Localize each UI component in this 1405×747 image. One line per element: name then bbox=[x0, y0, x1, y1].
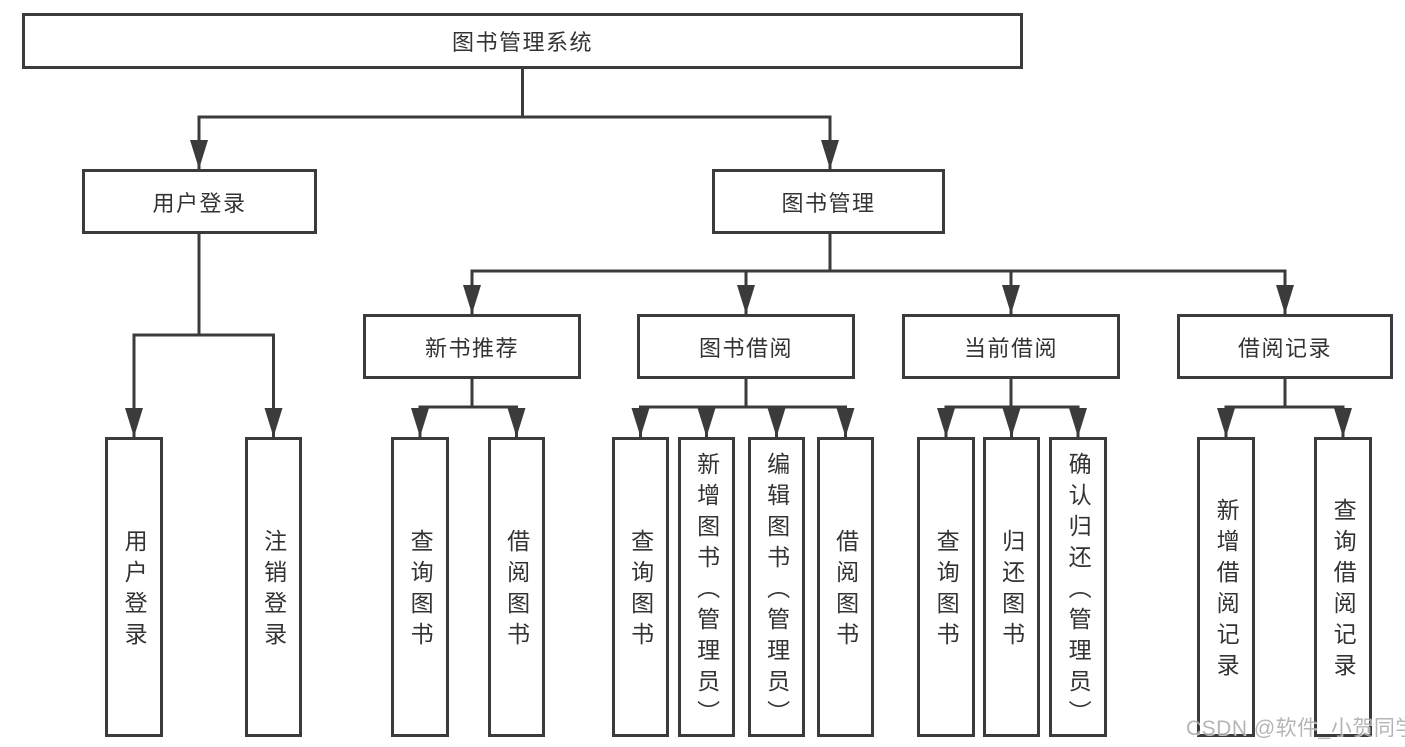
csdn-watermark: CSDN @软件_小贺同学 bbox=[1186, 717, 1405, 740]
node-book-management: 图书管理 bbox=[712, 169, 945, 234]
leaf-current-return-books: 归还图书 bbox=[983, 437, 1040, 737]
connector-new-book-branch bbox=[411, 379, 526, 437]
connector-user-login-branch bbox=[125, 234, 283, 437]
node-borrowing-records: 借阅记录 bbox=[1177, 314, 1393, 379]
leaf-current-query-books: 查询图书 bbox=[917, 437, 975, 737]
leaf-records-query-borrow-record: 查询借阅记录 bbox=[1314, 437, 1372, 737]
leaf-label: 查询图书 bbox=[627, 529, 654, 653]
leaf-label: 编辑图书（管理员） bbox=[763, 451, 790, 731]
node-label: 用户登录 bbox=[152, 190, 247, 216]
leaf-borrowing-edit-books-admin: 编辑图书（管理员） bbox=[748, 437, 805, 737]
node-current-borrowing: 当前借阅 bbox=[902, 314, 1120, 379]
leaf-label: 查询图书 bbox=[407, 529, 434, 653]
leaf-borrowing-borrow-books: 借阅图书 bbox=[817, 437, 874, 737]
connector-book-borrow-branch bbox=[631, 379, 855, 437]
node-label: 图书借阅 bbox=[698, 335, 793, 361]
connector-current-borrow-branch bbox=[937, 379, 1087, 437]
leaf-label: 新增图书（管理员） bbox=[693, 451, 720, 731]
leaf-newrec-query-books: 查询图书 bbox=[391, 437, 449, 737]
connector-borrow-records-branch bbox=[1217, 379, 1352, 437]
leaf-label: 用户登录 bbox=[121, 529, 148, 653]
leaf-label: 新增借阅记录 bbox=[1213, 498, 1240, 684]
node-book-borrowing: 图书借阅 bbox=[637, 314, 855, 379]
leaf-logout: 注销登录 bbox=[245, 437, 302, 737]
leaf-newrec-borrow-books: 借阅图书 bbox=[488, 437, 545, 737]
leaf-current-confirm-return-admin: 确认归还（管理员） bbox=[1049, 437, 1107, 737]
leaf-borrowing-query-books: 查询图书 bbox=[612, 437, 669, 737]
connector-root-to-level2 bbox=[190, 69, 839, 169]
node-label: 图书管理 bbox=[781, 190, 876, 216]
node-new-book-recommendation: 新书推荐 bbox=[363, 314, 581, 379]
leaf-label: 借阅图书 bbox=[832, 529, 859, 653]
leaf-label: 查询借阅记录 bbox=[1330, 498, 1357, 684]
leaf-user-login: 用户登录 bbox=[105, 437, 163, 737]
node-library-management-system: 图书管理系统 bbox=[22, 13, 1023, 69]
leaf-label: 确认归还（管理员） bbox=[1065, 451, 1092, 731]
leaf-label: 注销登录 bbox=[260, 529, 287, 653]
leaf-borrowing-add-books-admin: 新增图书（管理员） bbox=[678, 437, 735, 737]
node-label: 借阅记录 bbox=[1237, 335, 1332, 361]
connector-book-management-branch bbox=[463, 234, 1294, 314]
leaf-label: 查询图书 bbox=[933, 529, 960, 653]
node-user-login: 用户登录 bbox=[82, 169, 317, 234]
leaf-records-add-borrow-record: 新增借阅记录 bbox=[1197, 437, 1255, 737]
node-label: 当前借阅 bbox=[963, 335, 1058, 361]
leaf-label: 归还图书 bbox=[998, 529, 1025, 653]
node-label: 图书管理系统 bbox=[451, 30, 593, 55]
leaf-label: 借阅图书 bbox=[503, 529, 530, 653]
node-label: 新书推荐 bbox=[424, 335, 519, 361]
